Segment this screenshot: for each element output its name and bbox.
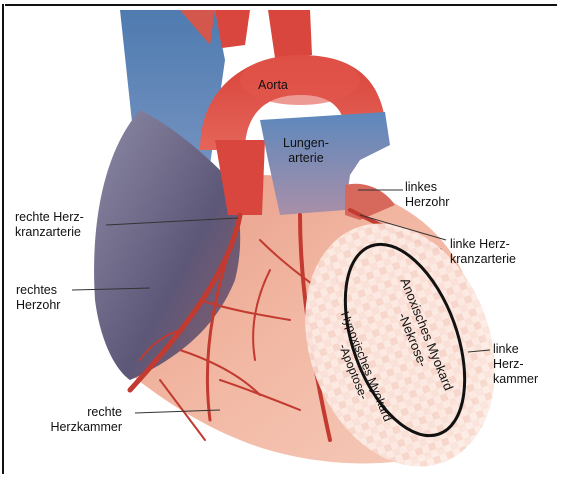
label-rechte-herzkammer: rechte Herzkammer <box>20 405 122 435</box>
label-rechtes-herzohr: rechtes Herzohr <box>16 283 60 313</box>
label-rechte-herzkranzarterie: rechte Herz- kranzarterie <box>15 210 84 240</box>
label-linke-herzkammer: linke Herz- kammer <box>493 342 538 387</box>
label-aorta: Aorta <box>258 78 288 93</box>
label-linkes-herzohr: linkes Herzohr <box>405 180 449 210</box>
aorta-branch-right <box>268 10 312 58</box>
label-lungenarterie: Lungen- arterie <box>283 136 329 166</box>
label-linke-herzkranzarterie: linke Herz- kranzarterie <box>450 237 516 267</box>
